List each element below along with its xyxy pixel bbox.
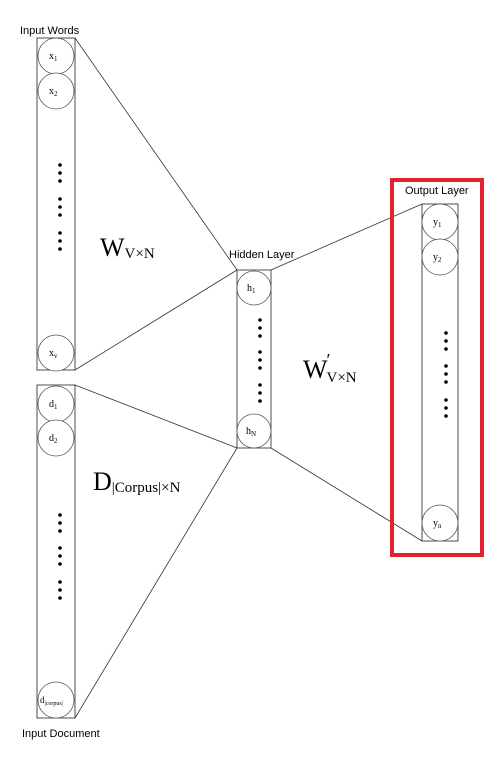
node-d1: d1 — [37, 385, 75, 423]
conn-doc-bottom-hidden-bottom — [74, 447, 238, 719]
conn-input-top-hidden-top — [74, 37, 238, 271]
hidden-layer-label: Hidden Layer — [229, 249, 295, 261]
conn-hidden-top-output-top — [270, 203, 423, 271]
svg-text:hN: hN — [246, 426, 256, 438]
hidden-layer-column: Hidden Layer h1 hN — [229, 249, 295, 449]
output-layer-ellipsis — [444, 331, 448, 418]
weight-label-d: D|Corpus|×N — [93, 467, 181, 496]
connections — [74, 37, 423, 719]
node-xv: xv — [37, 334, 75, 372]
node-x1: x1 — [37, 37, 75, 75]
input-words-ellipsis — [58, 163, 62, 251]
output-layer-label: Output Layer — [405, 185, 469, 197]
input-words-label: Input Words — [20, 25, 80, 37]
svg-text:h1: h1 — [247, 283, 256, 295]
svg-text:x2: x2 — [49, 86, 58, 98]
svg-text:x1: x1 — [49, 51, 58, 63]
svg-text:y2: y2 — [433, 252, 442, 264]
node-x2: x2 — [37, 72, 75, 110]
conn-doc-top-hidden-bottom — [74, 384, 238, 449]
svg-text:yn: yn — [433, 518, 442, 530]
node-h1: h1 — [236, 270, 272, 306]
svg-text:d2: d2 — [49, 433, 58, 445]
node-yn: yn — [421, 504, 459, 542]
input-words-column: Input Words x1 x2 xv — [20, 25, 80, 372]
output-layer-highlight — [390, 178, 484, 557]
node-y2: y2 — [421, 238, 459, 276]
svg-text:y1: y1 — [433, 217, 442, 229]
input-document-ellipsis — [58, 513, 62, 600]
conn-hidden-bottom-output-bottom — [270, 447, 423, 542]
hidden-layer-ellipsis — [258, 318, 262, 403]
node-hN: hN — [236, 413, 272, 449]
weight-label-w-prime: W′V×N — [303, 350, 357, 386]
conn-input-bottom-hidden-top — [74, 269, 238, 371]
node-d2: d2 — [37, 419, 75, 457]
node-y1: y1 — [421, 203, 459, 241]
output-layer-column: Output Layer y1 y2 yn — [390, 178, 484, 557]
weight-label-w: WV×N — [100, 233, 155, 262]
svg-text:d|corpus|: d|corpus| — [40, 695, 63, 707]
node-dcorpus: d|corpus| — [37, 681, 75, 719]
input-document-column: d1 d2 d|corpus| Input Document — [22, 384, 100, 740]
svg-text:d1: d1 — [49, 399, 58, 411]
input-document-label: Input Document — [22, 728, 100, 740]
svg-text:xv: xv — [49, 348, 58, 360]
